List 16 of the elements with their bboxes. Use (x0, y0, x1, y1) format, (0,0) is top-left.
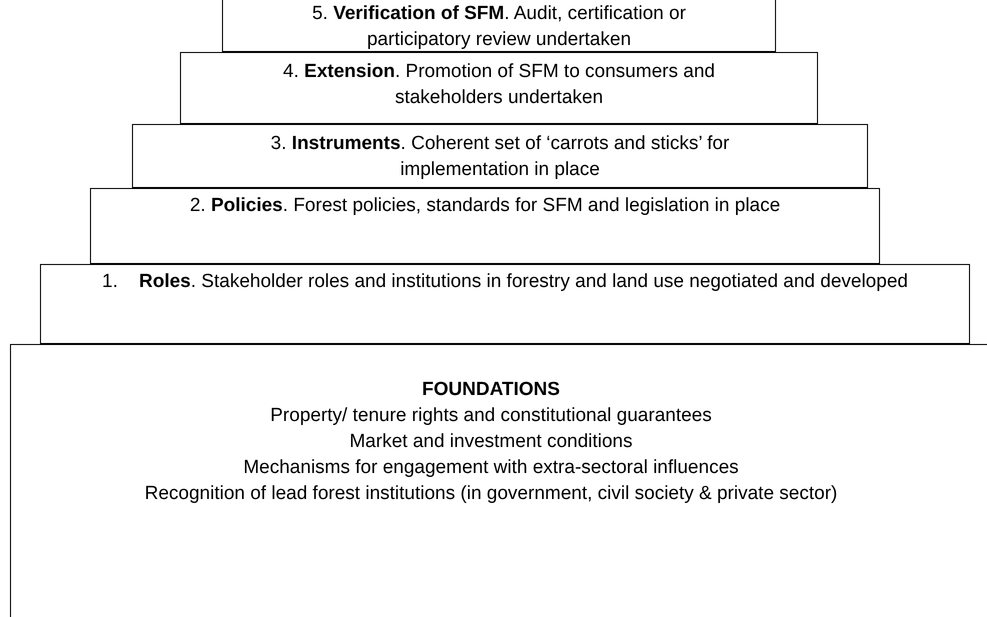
tier-box (90, 188, 880, 264)
tier-box (222, 0, 776, 52)
foundation-block (10, 344, 987, 617)
tier-text: 1. Roles. Stakeholder roles and institutions in forestry and land use negotiated and developed (101, 270, 909, 294)
list-item: Market and investment conditions (348, 430, 634, 454)
list-item: Recognition of lead forest institutions (in government, civil society & private sector) (144, 482, 838, 506)
tier-text: 3. Instruments. Coherent set of ‘carrots and sticks’ for implementation in place (270, 132, 730, 182)
tier-box (40, 264, 970, 344)
tier-text: 2. Policies. Forest policies, standards for SFM and legislation in place (188, 194, 782, 218)
tier-box (180, 52, 818, 124)
heading: FOUNDATIONS (421, 378, 561, 402)
list-item: Mechanisms for engagement with extra-sectoral influences (242, 456, 740, 480)
tier-text: 4. Extension. Promotion of SFM to consumers and stakeholders undertaken (282, 60, 716, 110)
list-item: Property/ tenure rights and constitutional guarantees (269, 404, 713, 428)
tier-box (132, 124, 868, 188)
tier-text: 5. Verification of SFM. Audit, certification or participatory review undertaken (311, 2, 687, 52)
